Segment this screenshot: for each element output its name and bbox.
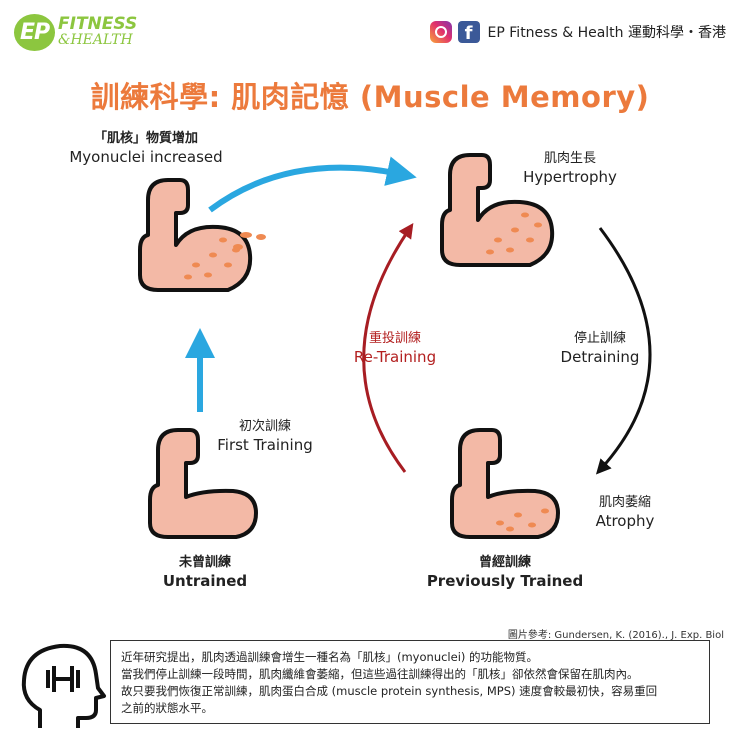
stage-hypertrophy-cn: 肌肉生長 xyxy=(543,151,596,166)
head-dumbbell-icon xyxy=(21,643,106,728)
explanation-note: 近年研究提出，肌肉透過訓練會增生一種名為「肌核」(myonuclei) 的功能物… xyxy=(110,640,710,724)
first-training-cn: 初次訓練 xyxy=(238,419,291,434)
detraining-en: Detraining xyxy=(560,348,640,366)
stage-untrained-en: Untrained xyxy=(162,572,248,590)
ep-logo: EP FITNESS &HEALTH xyxy=(14,10,154,54)
stage-atrophy-en: Atrophy xyxy=(595,512,655,530)
stage-previously-trained-en: Previously Trained xyxy=(426,572,584,590)
instagram-icon[interactable] xyxy=(429,21,452,43)
note-line: 近年研究提出，肌肉透過訓練會增生一種名為「肌核」(myonuclei) 的功能物… xyxy=(121,650,539,664)
facebook-icon[interactable]: f xyxy=(457,21,480,43)
logo-health-text: &HEALTH xyxy=(58,32,133,48)
stage-atrophy-cn: 肌肉萎縮 xyxy=(598,495,651,510)
note-line: 當我們停止訓練一段時間，肌肉纖維會萎縮，但這些過往訓練得出的「肌核」卻依然會保留… xyxy=(121,667,639,681)
stage-myonuclei: 「肌核」物質增加 Myonuclei increased xyxy=(46,130,246,166)
note-line: 故只要我們恢復正常訓練，肌肉蛋白合成 (muscle protein synth… xyxy=(121,684,658,698)
arrow-retraining xyxy=(362,223,414,473)
social-bar: f EP Fitness & Health 運動科學・香港 xyxy=(429,18,726,46)
stage-hypertrophy-en: Hypertrophy xyxy=(523,168,617,186)
stage-previously-trained-cn: 曾經訓練 xyxy=(478,555,531,570)
arrow-to-hypertrophy xyxy=(208,156,417,213)
first-training-en: First Training xyxy=(217,436,313,454)
retraining-en: Re-Training xyxy=(353,348,437,366)
stage-myonuclei-en: Myonuclei increased xyxy=(69,148,223,166)
stage-atrophy: 肌肉萎縮 Atrophy xyxy=(570,494,680,530)
social-handle: EP Fitness & Health 運動科學・香港 xyxy=(487,25,726,41)
source-citation: 圖片參考: Gundersen, K. (2016)., J. Exp. Bio… xyxy=(507,630,724,641)
arm-myonuclei xyxy=(138,178,266,292)
arm-previously-trained xyxy=(450,428,560,539)
detraining-cn: 停止訓練 xyxy=(573,331,626,346)
stage-myonuclei-cn: 「肌核」物質增加 xyxy=(93,131,198,146)
logo-mark: EP xyxy=(14,14,56,51)
note-line: 之前的狀態水平。 xyxy=(121,701,213,715)
stage-untrained: 未曾訓練 Untrained xyxy=(130,554,280,590)
transition-first-training: 初次訓練 First Training xyxy=(200,418,330,454)
arrow-detraining xyxy=(595,227,652,475)
transition-detraining: 停止訓練 Detraining xyxy=(540,330,660,366)
stage-hypertrophy: 肌肉生長 Hypertrophy xyxy=(500,150,640,186)
stage-previously-trained: 曾經訓練 Previously Trained xyxy=(405,554,605,590)
transition-retraining: 重投訓練 Re-Training xyxy=(335,330,455,366)
stage-untrained-cn: 未曾訓練 xyxy=(178,555,231,570)
logo-fitness-text: FITNESS xyxy=(58,14,138,34)
page-title: 訓練科學: 肌肉記憶 (Muscle Memory) xyxy=(90,80,650,114)
retraining-cn: 重投訓練 xyxy=(368,331,421,346)
